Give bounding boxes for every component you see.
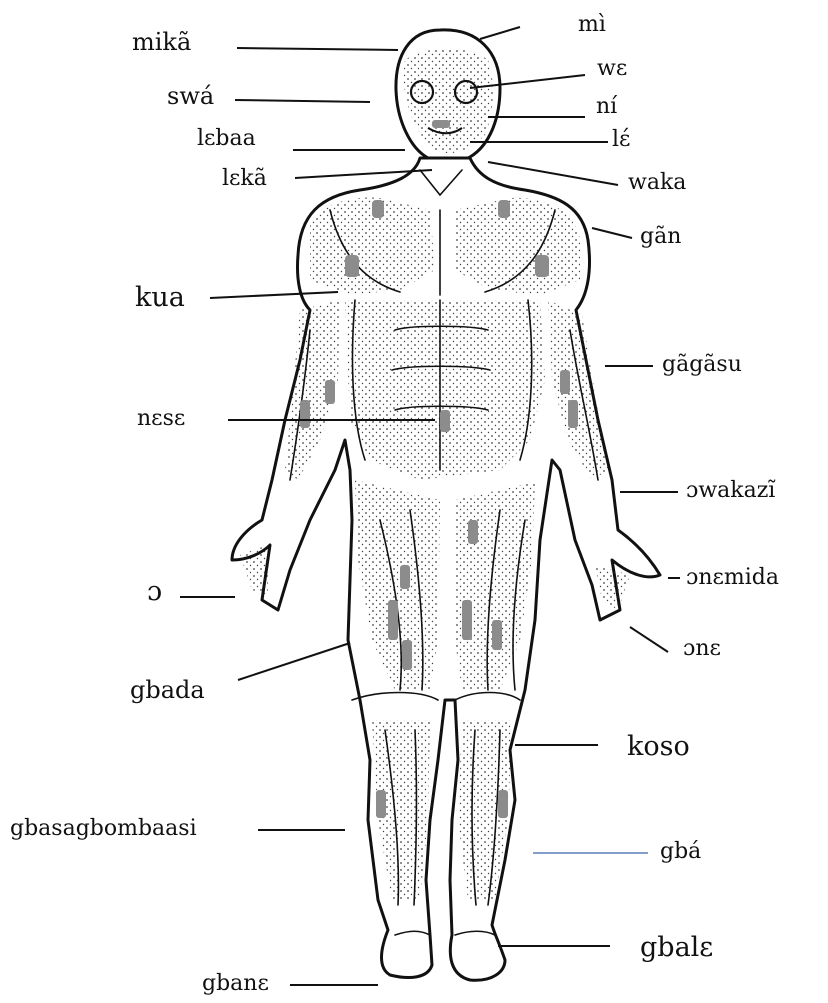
label-mouth: lɛ́ [612,129,630,151]
label-temple: swá [167,84,214,108]
body-outline [232,30,660,980]
label-calf: gbá [660,841,701,863]
leader-shoulder-blade [488,162,618,185]
leader-crown [480,27,520,39]
label-head: mikã [132,30,191,54]
label-shin: gbasagbombaasi [10,818,197,840]
label-ankle: gbalɛ [640,934,713,961]
label-thigh: gbada [130,678,205,702]
label-upper-arm: gãgãsu [662,354,742,376]
leader-shoulder [592,228,632,238]
leader-temple [235,100,370,102]
label-foot: gbanɛ [202,973,269,995]
label-crown: mì [578,14,606,36]
label-forearm: ɔwakazĩ [686,480,775,502]
label-eye: wɛ [597,58,627,80]
label-nose: ní [596,96,617,118]
label-hand: ɔ [147,578,162,605]
label-cheek: lɛbaa [197,128,256,150]
leader-head [237,48,398,50]
label-palm: ɔnɛmida [686,567,779,589]
leader-thigh [238,643,350,680]
leader-fingers [630,627,668,652]
label-chest: kua [135,284,185,311]
label-shoulder: gãn [640,226,681,248]
label-neck: lɛkã [222,168,267,190]
label-fingers: ɔnɛ [683,638,721,660]
label-belly: nɛsɛ [137,408,185,430]
torso-shape [232,158,660,980]
label-knee: koso [627,733,690,760]
label-shoulder-blade: waka [628,172,686,194]
